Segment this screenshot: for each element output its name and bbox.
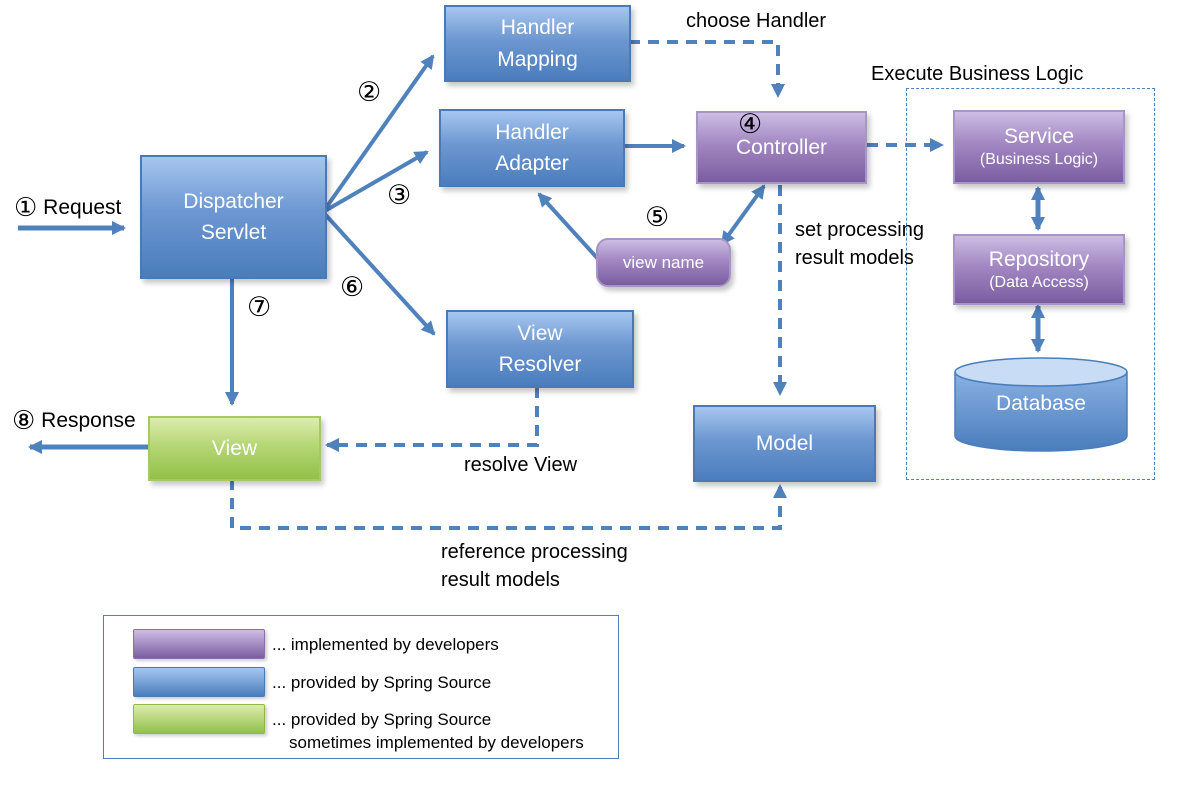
service-label: Service [1003, 125, 1075, 148]
repository-sublabel: (Data Access) [989, 273, 1089, 291]
database-cylinder [954, 357, 1128, 452]
legend-text-green-line1: ... provided by Spring Source [272, 710, 492, 729]
node-repository: Repository (Data Access) [953, 234, 1125, 305]
node-view-resolver: View Resolver [446, 310, 634, 388]
step5-badge: ⑤ [645, 202, 670, 233]
response-text: Response [41, 409, 136, 432]
set-processing-line1: set processing [795, 219, 924, 241]
view-name-label: view name [622, 252, 705, 272]
step2-badge: ② [357, 77, 382, 108]
controller-label: Controller [735, 135, 828, 159]
legend-text-blue: ... provided by Spring Source [272, 673, 492, 692]
set-processing-line2: result models [795, 247, 914, 269]
legend-swatch-blue [133, 667, 265, 697]
request-label: ① Request [14, 193, 121, 223]
legend-text-green-line2: sometimes implemented by developers [289, 733, 584, 752]
legend-swatch-green [133, 704, 265, 734]
arrow-controller-view-name [720, 184, 766, 246]
database-label: Database [996, 392, 1086, 415]
arrow-handler-mapping-to-controller [629, 40, 785, 98]
node-view-name: view name [596, 238, 731, 287]
arrow-dispatcher-to-view-resolver [321, 210, 436, 336]
arrow-dispatcher-to-handler-adapter [322, 150, 429, 214]
node-dispatcher-servlet: Dispatcher Servlet [140, 155, 327, 279]
response-label: ⑧ Response [12, 406, 136, 436]
legend-swatch-purple [133, 629, 265, 659]
step8-badge: ⑧ [12, 406, 36, 436]
legend-text-purple: ... implemented by developers [272, 635, 499, 654]
step1-badge: ① [14, 193, 38, 223]
choose-handler-annotation: choose Handler [686, 10, 827, 32]
node-service: Service (Business Logic) [953, 110, 1125, 184]
node-handler-adapter: Handler Adapter [439, 109, 625, 187]
step4-badge: ④ [738, 109, 763, 140]
node-model: Model [693, 405, 876, 482]
business-logic-boundary [906, 88, 1155, 480]
node-controller: Controller [696, 111, 867, 184]
handler-adapter-label: Handler Adapter [495, 120, 569, 176]
request-text: Request [43, 196, 122, 219]
reference-processing-line2: result models [441, 569, 560, 591]
reference-processing-line1: reference processing [441, 541, 628, 563]
arrow-view-resolver-to-view [325, 387, 539, 452]
view-resolver-label: View Resolver [498, 321, 582, 377]
resolve-view-annotation: resolve View [464, 454, 578, 476]
view-label: View [211, 436, 258, 460]
repository-label: Repository [988, 247, 1090, 271]
node-handler-mapping: Handler Mapping [444, 5, 631, 82]
model-label: Model [755, 431, 814, 455]
node-view: View [148, 416, 321, 481]
handler-mapping-label: Handler Mapping [497, 16, 578, 71]
arrow-dispatcher-to-handler-mapping [321, 54, 435, 214]
execute-business-logic-annotation: Execute Business Logic [871, 63, 1084, 85]
step3-badge: ③ [387, 180, 412, 211]
arrow-view-name-to-handler-adapter [537, 192, 601, 262]
arrow-view-to-model-reference [230, 479, 787, 530]
service-sublabel: (Business Logic) [979, 151, 1099, 168]
step7-badge: ⑦ [247, 292, 272, 323]
dispatcher-servlet-label: Dispatcher Servlet [183, 189, 284, 245]
step6-badge: ⑥ [340, 272, 365, 303]
